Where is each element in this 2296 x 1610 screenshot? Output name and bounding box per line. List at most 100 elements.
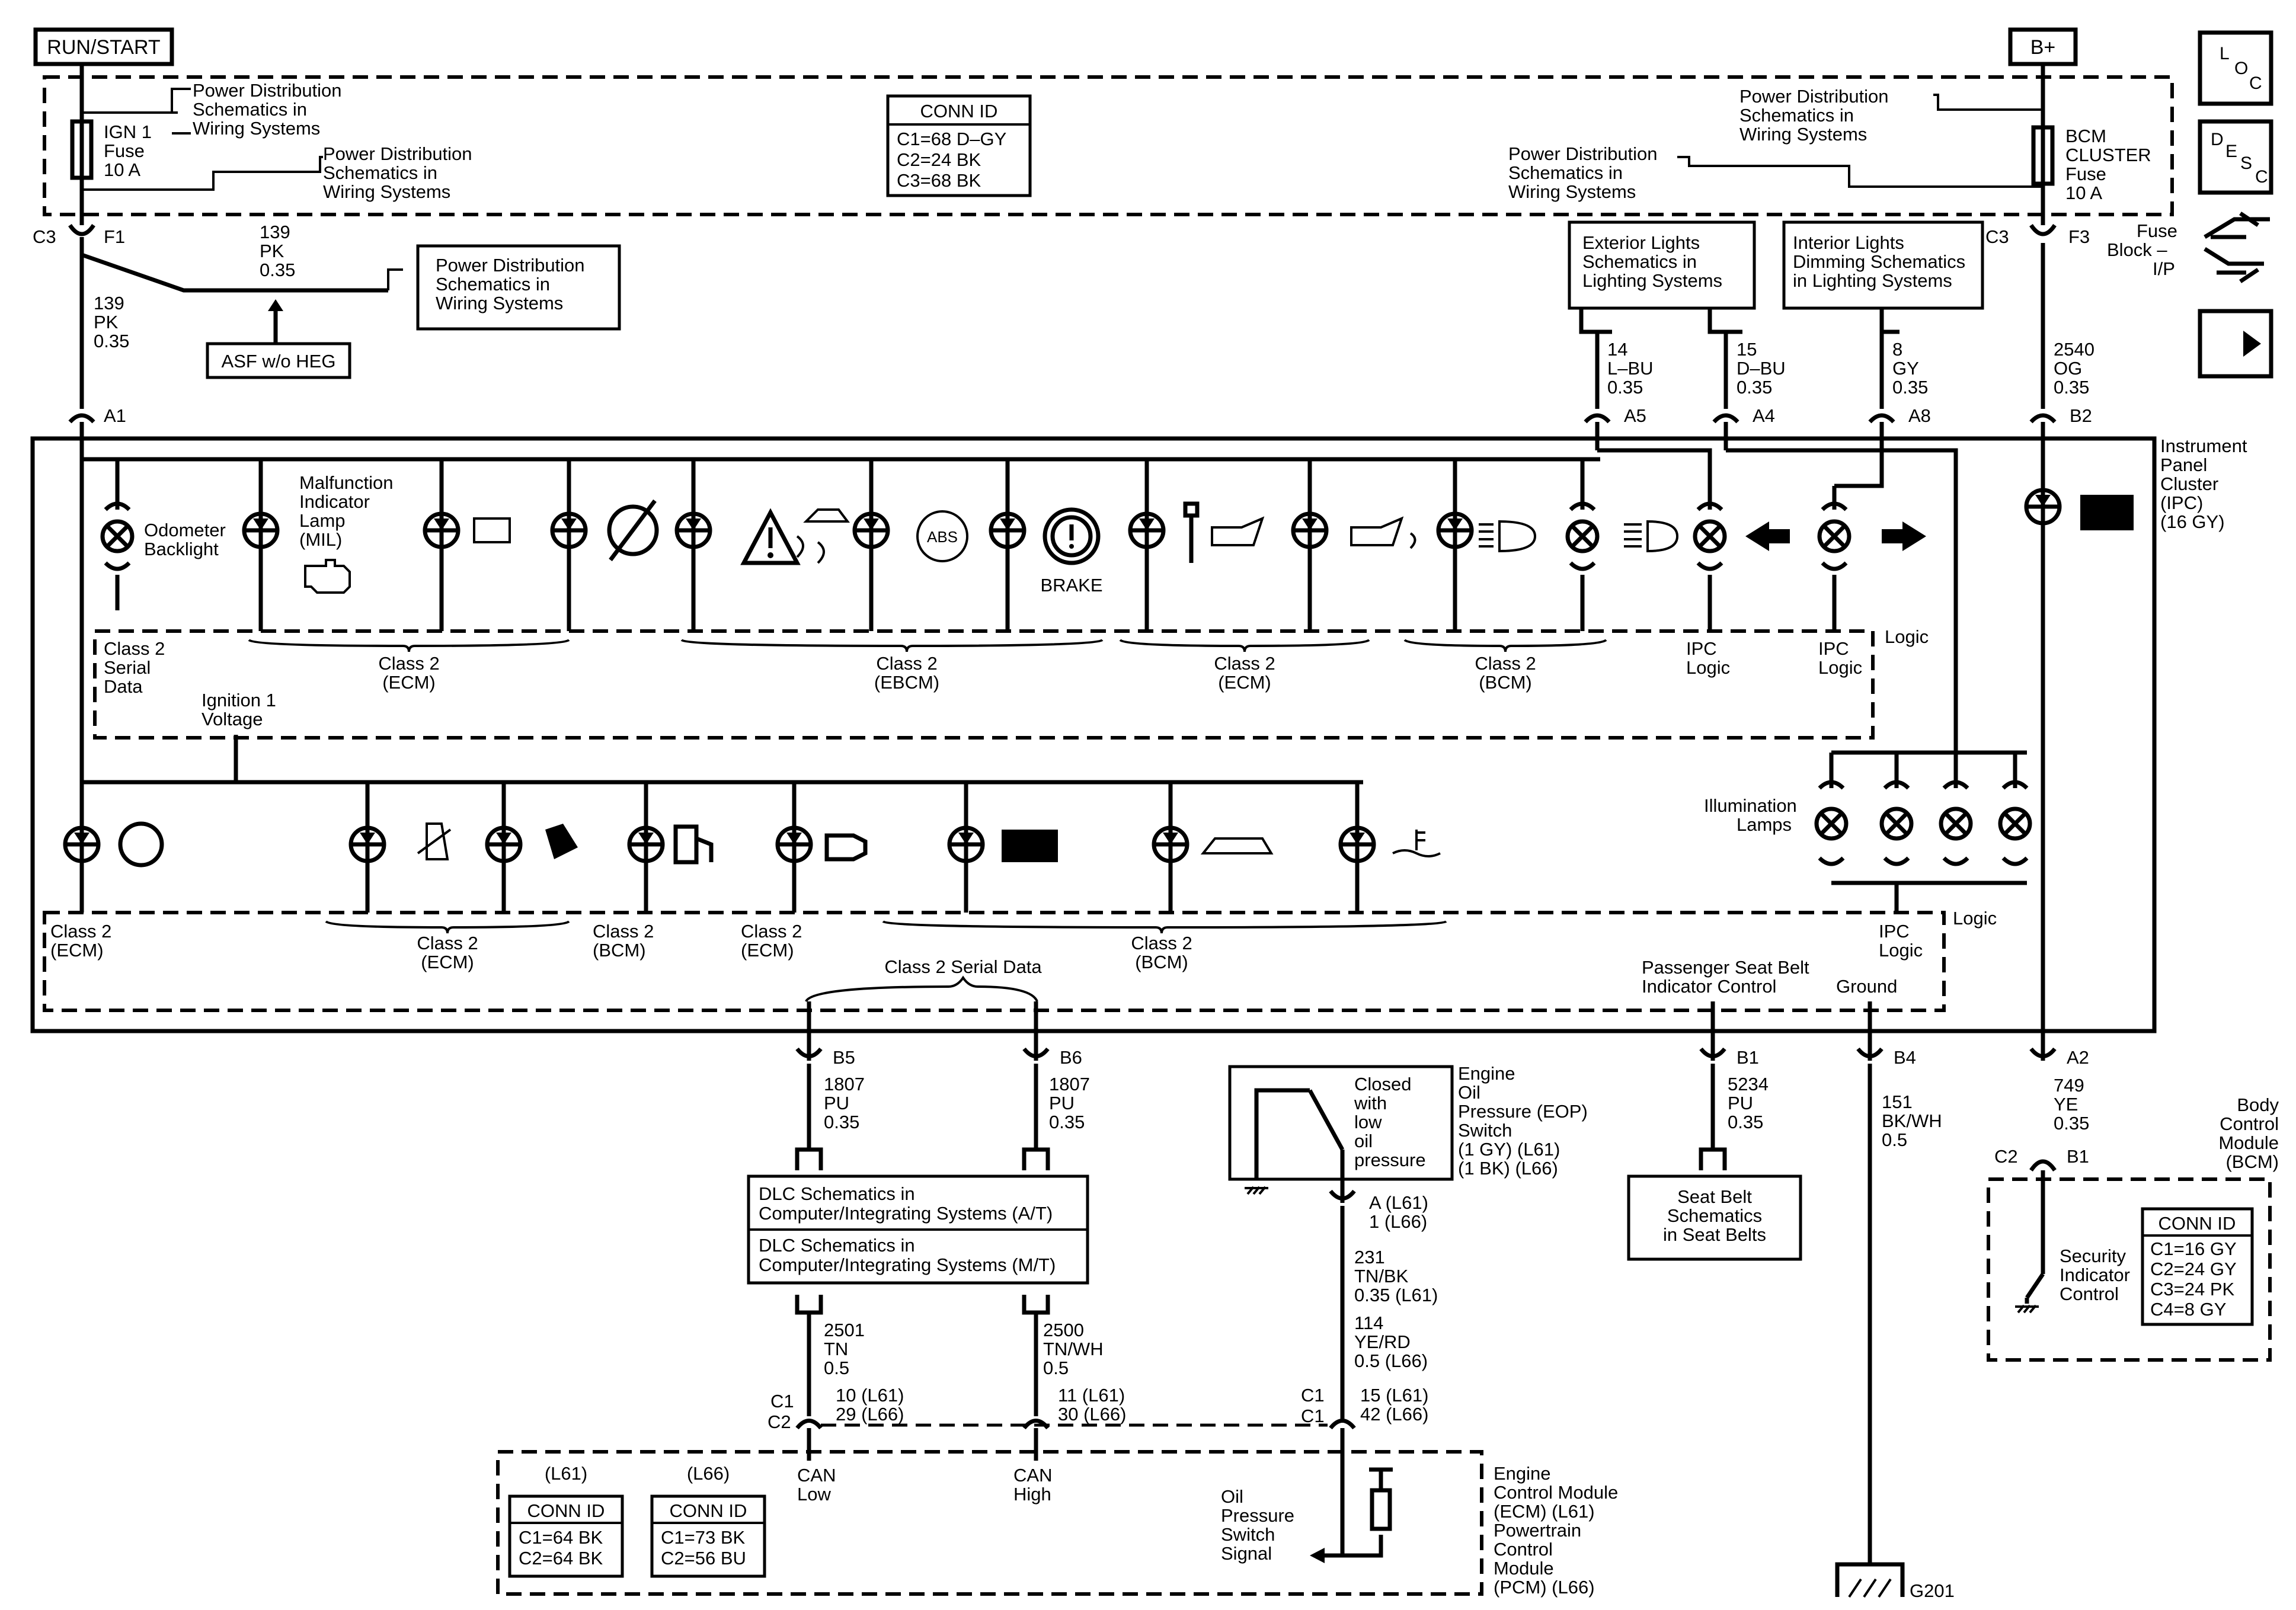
svg-text:CONN ID: CONN ID [670,1500,747,1521]
svg-text:(MIL): (MIL) [299,529,342,550]
svg-text:Powertrain: Powertrain [1494,1520,1581,1541]
svg-text:S: S [2240,153,2252,173]
signal-arrow-icon [1310,1548,1325,1563]
connector-icon[interactable] [2204,212,2270,283]
svg-text:Panel: Panel [2160,454,2207,475]
brake-icon: BRAKE [1040,507,1103,596]
svg-text:(ECM): (ECM) [421,952,474,972]
svg-text:Class 2: Class 2 [104,638,165,659]
svg-text:PU: PU [824,1093,849,1113]
svg-text:Odometer: Odometer [144,520,226,540]
svg-text:YE: YE [2054,1094,2078,1115]
svg-text:0.5: 0.5 [1882,1129,1907,1150]
svg-text:oil: oil [1354,1131,1373,1151]
svg-text:YE/RD: YE/RD [1354,1331,1411,1352]
svg-text:Power Distribution: Power Distribution [436,255,585,276]
svg-text:0.5: 0.5 [824,1358,849,1378]
svg-text:Power Distribution: Power Distribution [193,80,342,101]
asf-box: ASF w/o HEG [206,342,351,379]
svg-text:OG: OG [2054,358,2082,379]
svg-text:29 (L66): 29 (L66) [836,1404,904,1425]
svg-text:Schematics in: Schematics in [323,162,437,183]
svg-text:139: 139 [94,293,124,313]
bcm-outline [1987,1177,2272,1362]
ign1-fuse-icon [70,119,94,180]
svg-text:C1: C1 [1301,1385,1325,1406]
engine-check-icon [824,833,868,862]
svg-text:0.35: 0.35 [1049,1112,1085,1132]
svg-text:Indicator Control: Indicator Control [1642,976,1776,997]
loc-button[interactable]: L O C [2198,30,2273,106]
svg-text:Schematics in: Schematics in [193,99,307,120]
svg-text:0.5: 0.5 [1043,1358,1069,1378]
svg-text:10 A: 10 A [2065,183,2102,203]
svg-text:C4=8 GY: C4=8 GY [2150,1299,2226,1320]
svg-text:RUN/START: RUN/START [47,36,160,59]
gear-icon [118,821,164,868]
svg-text:(BCM): (BCM) [1479,672,1532,693]
svg-text:TN/BK: TN/BK [1354,1266,1409,1286]
svg-text:749: 749 [2054,1075,2084,1096]
svg-text:Switch: Switch [1458,1120,1512,1141]
svg-text:Control: Control [1494,1539,1553,1560]
svg-text:Block –: Block – [2107,239,2167,260]
pullup-resistor-icon [1370,1488,1392,1531]
svg-text:(BCM): (BCM) [593,940,646,961]
ipc-outline [30,436,2157,1033]
svg-text:C: C [2249,73,2262,93]
fuse-block-conn-id: CONN ID C1=68 D–GY C2=24 BK C3=68 BK [886,94,1032,197]
desc-button[interactable]: D E S C [2198,119,2273,195]
svg-text:(L61): (L61) [545,1463,587,1484]
svg-text:B1: B1 [2067,1146,2089,1167]
svg-text:Fuse: Fuse [2137,220,2177,241]
svg-text:Class 2: Class 2 [741,921,802,942]
svg-text:0.35: 0.35 [2054,1113,2089,1134]
svg-text:0.35: 0.35 [1892,377,1928,398]
bcm-ground-icon [2015,1304,2039,1314]
svg-text:Ignition 1: Ignition 1 [202,690,276,710]
conn-id-l66: CONN ID C1=73 BK C2=56 BU [650,1494,766,1578]
coolant-level-icon [1002,830,1058,862]
power-dist-box: Power Distribution Schematics in Wiring … [416,244,621,331]
svg-text:(L66): (L66) [687,1463,730,1484]
svg-text:PK: PK [94,312,119,332]
svg-text:A2: A2 [2067,1047,2089,1068]
svg-text:10 A: 10 A [104,159,140,180]
svg-text:D–BU: D–BU [1737,358,1786,379]
svg-text:Schematics in: Schematics in [1739,105,1854,126]
svg-text:Computer/Integrating Systems (: Computer/Integrating Systems (M/T) [759,1254,1056,1275]
svg-text:0.35: 0.35 [94,331,129,351]
svg-text:Class 2: Class 2 [1214,653,1275,674]
svg-text:0.5 (L66): 0.5 (L66) [1354,1350,1428,1371]
svg-text:A8: A8 [1908,405,1931,426]
svg-text:(ECM): (ECM) [1218,672,1271,693]
interior-lights-box: Interior Lights Dimming Schematics in Li… [1782,220,1984,310]
svg-text:151: 151 [1882,1092,1913,1112]
svg-text:CLUSTER: CLUSTER [2065,145,2151,165]
svg-text:Backlight: Backlight [144,539,219,559]
svg-text:C2=64 BK: C2=64 BK [519,1548,603,1569]
svg-text:PK: PK [260,241,284,261]
svg-text:Malfunction: Malfunction [299,472,394,493]
svg-text:F3: F3 [2068,226,2090,247]
svg-text:DLC Schematics in: DLC Schematics in [759,1235,915,1256]
svg-text:(PCM) (L66): (PCM) (L66) [1494,1577,1595,1598]
svg-text:E: E [2225,142,2237,161]
svg-text:C1: C1 [770,1391,794,1411]
svg-text:ABS: ABS [927,528,958,546]
svg-text:Indicator: Indicator [299,491,370,512]
svg-text:Instrument: Instrument [2160,436,2247,456]
svg-text:B4: B4 [1894,1047,1916,1068]
svg-text:Lamp: Lamp [299,510,346,531]
svg-text:Class 2: Class 2 [1131,933,1192,953]
headlamp-icon [1479,520,1537,553]
svg-text:C2: C2 [768,1411,791,1432]
svg-text:GY: GY [1892,358,1919,379]
seat-belt-box: Seat Belt Schematics in Seat Belts [1627,1174,1802,1261]
next-arrow-icon[interactable] [2198,309,2273,379]
svg-text:DLC Schematics in: DLC Schematics in [759,1183,915,1204]
oil-level-icon [1350,516,1416,549]
svg-text:Closed: Closed [1354,1074,1412,1094]
exterior-bulbs [1565,459,1851,631]
svg-text:0.35: 0.35 [1728,1112,1763,1132]
